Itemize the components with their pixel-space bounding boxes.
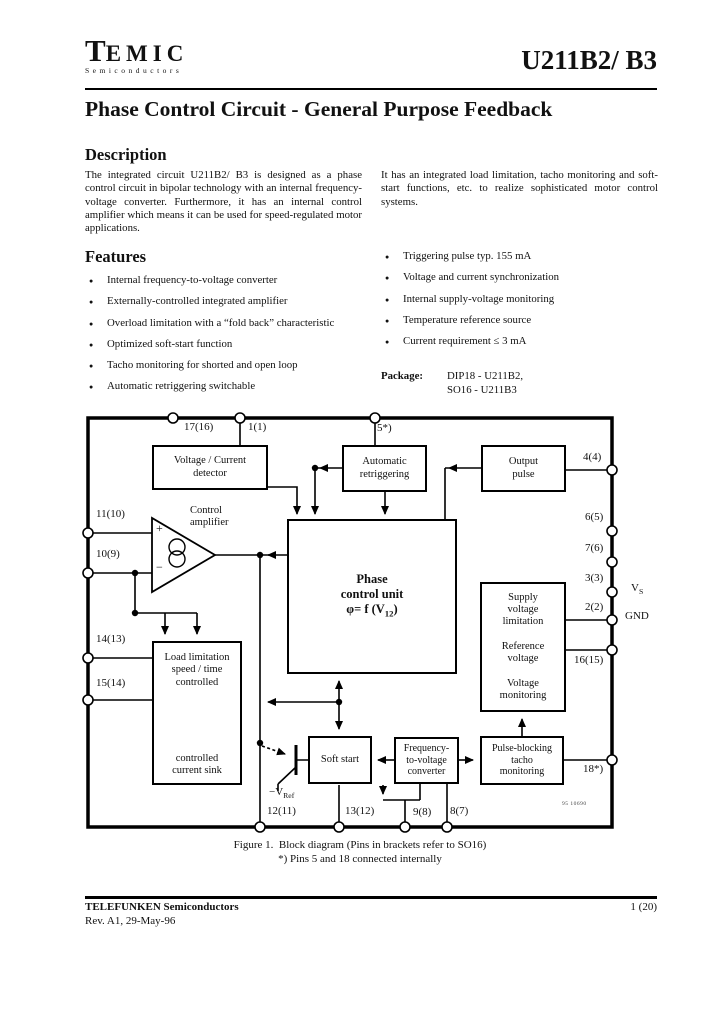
net-label-vs: VS bbox=[631, 582, 644, 597]
pin-label-14: 14(13) bbox=[96, 633, 126, 645]
feature-item: Externally-controlled integrated amplifi… bbox=[85, 295, 377, 309]
temic-logo: TEMIC Semiconductors bbox=[85, 33, 189, 75]
feature-item: Internal supply-voltage monitoring bbox=[381, 293, 666, 307]
block-supply-reference-monitoring: Supply voltage limitation Reference volt… bbox=[480, 582, 566, 712]
description-right-column: It has an integrated load limitation, ta… bbox=[381, 169, 658, 208]
footer-revision: Rev. A1, 29-May-96 bbox=[85, 915, 176, 927]
pin-label-18: 18*) bbox=[583, 763, 604, 775]
description-heading: Description bbox=[85, 145, 167, 164]
package-value: DIP18 - U211B2, SO16 - U211B3 bbox=[447, 370, 524, 396]
phase-formula: φ= f (V12) bbox=[346, 601, 398, 619]
pin-label-2: 2(2) bbox=[585, 601, 604, 613]
page-title: Phase Control Circuit - General Purpose … bbox=[85, 97, 553, 121]
feature-item: Triggering pulse typ. 155 mA bbox=[381, 250, 666, 264]
pin-label-12: 12(11) bbox=[267, 805, 296, 817]
feature-item: Temperature reference source bbox=[381, 314, 666, 328]
pin-label-1: 1(1) bbox=[248, 421, 267, 433]
feature-item: Automatic retriggering switchable bbox=[85, 380, 377, 394]
pin-label-8: 8(7) bbox=[450, 805, 469, 817]
control-amplifier-symbol bbox=[151, 516, 217, 594]
block-diagram-figure bbox=[82, 412, 618, 833]
pin-label-13: 13(12) bbox=[345, 805, 375, 817]
amp-plus-sign: + bbox=[156, 521, 163, 535]
pin-label-15: 15(14) bbox=[96, 677, 126, 689]
features-list-left: Internal frequency-to-voltage converter … bbox=[85, 274, 377, 402]
logo-text: T bbox=[85, 33, 106, 68]
caption-text: Block diagram (Pins in brackets refer to… bbox=[278, 839, 487, 851]
feature-item: Internal frequency-to-voltage converter bbox=[85, 274, 377, 288]
caption-label: Figure 1. bbox=[233, 839, 274, 851]
feature-item: Tacho monitoring for shorted and open lo… bbox=[85, 359, 377, 373]
block-voltage-current-detector: Voltage / Current detector bbox=[152, 445, 268, 490]
pin-label-6: 6(5) bbox=[585, 511, 604, 523]
features-heading: Features bbox=[85, 247, 147, 266]
block-output-pulse: Output pulse bbox=[481, 445, 566, 492]
label-controlled-current-sink: controlled current sink bbox=[172, 753, 222, 776]
logo-subtext: Semiconductors bbox=[85, 66, 183, 75]
net-label-gnd: GND bbox=[625, 610, 649, 622]
block-phase-control-unit: Phase control unit φ= f (V12) bbox=[287, 519, 457, 674]
package-info: Package: DIP18 - U211B2, SO16 - U211B3 bbox=[381, 369, 523, 397]
pin-label-7: 7(6) bbox=[585, 542, 604, 554]
junction-dots bbox=[131, 464, 343, 747]
pin-label-5: 5*) bbox=[377, 422, 392, 434]
part-number: U211B2/ B3 bbox=[521, 45, 657, 75]
footer-company: TELEFUNKEN Semiconductors bbox=[85, 901, 239, 913]
footer-page-number: 1 (20) bbox=[630, 901, 657, 913]
block-fv-converter: Frequency- to-voltage converter bbox=[394, 737, 459, 784]
description-left-column: The integrated circuit U211B2/ B3 is des… bbox=[85, 169, 362, 235]
pin-label-10: 10(9) bbox=[96, 548, 120, 560]
feature-item: Current requirement ≤ 3 mA bbox=[381, 335, 666, 349]
block-pulse-blocking-tacho: Pulse-blocking tacho monitoring bbox=[480, 736, 564, 785]
block-soft-start: Soft start bbox=[308, 736, 372, 784]
drawing-number: 95 10690 bbox=[562, 801, 587, 807]
block-load-limitation: Load limitation speed / time controlled bbox=[152, 641, 242, 785]
pin-label-9: 9(8) bbox=[413, 806, 432, 818]
figure-caption: Figure 1. Block diagram (Pins in bracket… bbox=[120, 839, 600, 866]
feature-item: Voltage and current synchronization bbox=[381, 271, 666, 285]
block-automatic-retriggering: Automatic retriggering bbox=[342, 445, 427, 492]
label-control-amplifier: Control amplifier bbox=[190, 505, 229, 528]
pin-label-17: 17(16) bbox=[184, 421, 214, 433]
footer-rule bbox=[85, 896, 657, 899]
package-label: Package: bbox=[381, 370, 423, 382]
features-list-right: Triggering pulse typ. 155 mA Voltage and… bbox=[381, 250, 666, 356]
header-rule bbox=[85, 88, 657, 90]
amp-minus-sign: − bbox=[156, 560, 163, 574]
pin-label-3: 3(3) bbox=[585, 572, 604, 584]
caption-note: *) Pins 5 and 18 connected internally bbox=[278, 852, 442, 865]
pin-label-16: 16(15) bbox=[574, 654, 604, 666]
feature-item: Optimized soft-start function bbox=[85, 338, 377, 352]
net-label-vref: −VRef bbox=[269, 786, 295, 801]
pin-terminals bbox=[82, 412, 618, 833]
current-source-icon bbox=[168, 538, 186, 556]
pin-label-11: 11(10) bbox=[96, 508, 125, 520]
pin-label-4: 4(4) bbox=[583, 451, 602, 463]
feature-item: Overload limitation with a “fold back” c… bbox=[85, 317, 377, 331]
current-source-icon bbox=[168, 550, 186, 568]
